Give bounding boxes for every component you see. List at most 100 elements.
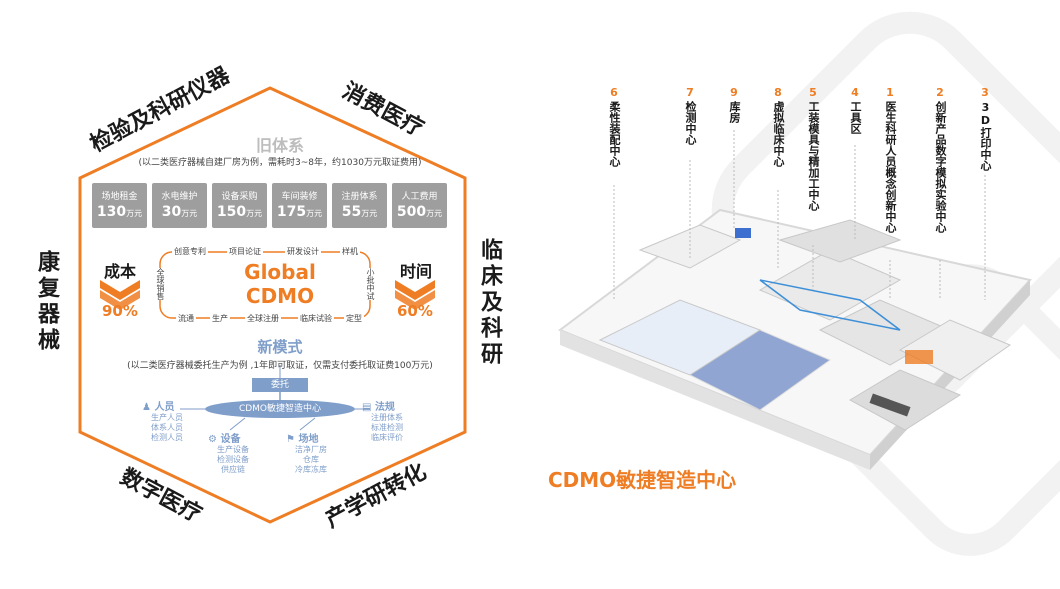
cost-label: 成本: [103, 262, 136, 281]
zone-name: 虚拟临床中心: [772, 101, 785, 167]
zone-name: 工装模具与精加工中心: [807, 101, 820, 211]
global-cdmo-title: Global CDMO: [200, 260, 360, 308]
resource-title: 法规: [374, 402, 395, 413]
zone-name: 创新产品数字模拟实验中心: [934, 101, 947, 233]
cost-box: 水电维护 30万元: [152, 183, 207, 228]
book-icon: ▤: [362, 402, 372, 413]
loop-step: 定型: [344, 313, 364, 324]
factory-floorplan: [557, 208, 1032, 470]
resource-item: 体系人员: [151, 423, 183, 432]
zone-label-2: 2 创新产品数字模拟实验中心: [929, 86, 951, 233]
loop-step: 全球注册: [245, 313, 281, 324]
cost-name: 车间装修: [281, 192, 318, 202]
cost-box: 场地租金 130万元: [92, 183, 147, 228]
person-icon: ♟: [142, 402, 151, 413]
cost-unit: 万元: [181, 209, 198, 218]
trust-badge: 委托: [252, 378, 308, 392]
new-mode-title: 新模式: [257, 338, 303, 356]
cost-box: 注册体系 55万元: [332, 183, 387, 228]
loop-step: 小批中试: [365, 268, 376, 300]
zone-name: 柔性装配中心: [608, 101, 621, 167]
resource-item: 供应链: [221, 465, 245, 474]
loop-step: 创意专利: [172, 246, 208, 257]
resource-item: 生产人员: [151, 413, 183, 422]
zone-label-8: 8 虚拟临床中心: [767, 86, 789, 167]
leader-lines: [613, 130, 986, 300]
hexagon-outline: [78, 86, 467, 524]
zone-label-4: 4 工具区: [844, 86, 866, 134]
resource-item: 标准检测: [371, 423, 403, 432]
time-arrow-icon: [395, 280, 435, 310]
resource-title: 人员: [154, 402, 175, 413]
cost-arrow-icon: [100, 280, 140, 310]
zone-number: 8: [774, 86, 782, 99]
resource-people: ♟ 人员 生产人员 体系人员 检测人员: [142, 398, 192, 443]
old-system-subtitle: (以二类医疗器械自建厂房为例，需耗时3~8年，约1030万元取证费用): [138, 158, 422, 168]
resource-item: 检测设备: [217, 455, 249, 464]
time-pct: 60%: [397, 302, 433, 320]
loop-step: 研发设计: [285, 246, 321, 257]
cost-value: 150: [216, 204, 247, 220]
cost-value: 500: [396, 204, 427, 220]
gear-icon: ⚙: [208, 434, 217, 445]
cost-name: 场地租金: [101, 192, 138, 202]
time-label: 时间: [399, 262, 432, 281]
global-cdmo-line2: CDMO: [245, 284, 315, 308]
loop-step: 生产: [210, 313, 230, 324]
cost-row: 场地租金 130万元 水电维护 30万元 设备采购 150万元 车间装修 175…: [92, 183, 447, 228]
resource-item: 生产设备: [217, 445, 249, 454]
resource-item: 冷库冻库: [295, 465, 327, 474]
cost-name: 注册体系: [341, 192, 378, 202]
zone-number: 2: [936, 86, 944, 99]
cost-name: 设备采购: [221, 192, 258, 202]
cost-box: 设备采购 150万元: [212, 183, 267, 228]
zone-label-7: 7 检测中心: [679, 86, 701, 145]
zone-label-9: 9 库房: [723, 86, 745, 123]
zone-number: 6: [610, 86, 618, 99]
cost-box: 人工费用 500万元: [392, 183, 447, 228]
cost-unit: 万元: [306, 209, 323, 218]
label-rehab-devices: 康复器械: [34, 250, 59, 354]
zone-number: 3: [981, 86, 989, 99]
cost-box: 车间装修 175万元: [272, 183, 327, 228]
cost-unit: 万元: [361, 209, 378, 218]
global-cdmo-line1: Global: [244, 260, 316, 284]
resource-site: ⚑ 场地 洁净厂房 仓库 冷库冻库: [286, 430, 336, 475]
resource-item: 检测人员: [151, 433, 183, 442]
cost-value: 175: [276, 204, 307, 220]
cost-value: 30: [161, 204, 182, 220]
zone-name: 3D打印中心: [979, 101, 992, 171]
loop-step: 临床试验: [298, 313, 334, 324]
cost-name: 人工费用: [401, 192, 438, 202]
zone-label-5: 5 工装模具与精加工中心: [802, 86, 824, 211]
resource-regulation: ▤ 法规 注册体系 标准检测 临床评价: [362, 398, 412, 443]
zone-number: 9: [730, 86, 738, 99]
zone-label-1: 1 医生科研人员概念创新中心: [879, 86, 901, 233]
new-mode-subtitle: (以二类医疗器械委托生产为例 ,1年即可取证，仅需支付委托取证费100万元): [127, 361, 433, 371]
loop-step: 样机: [340, 246, 360, 257]
resource-item: 临床评价: [371, 433, 403, 442]
loop-step: 项目论证: [227, 246, 263, 257]
zone-name: 库房: [728, 101, 741, 123]
zone-number: 7: [686, 86, 694, 99]
loop-step: 流通: [176, 313, 196, 324]
label-clinical-research: 临床及科研: [477, 238, 502, 368]
cost-value: 130: [96, 204, 127, 220]
cdmo-center-ellipse: CDMO敏捷智造中心: [205, 400, 355, 418]
resource-title: 场地: [298, 434, 319, 445]
cost-unit: 万元: [426, 209, 443, 218]
cost-unit: 万元: [246, 209, 263, 218]
zone-label-6: 6 柔性装配中心: [603, 86, 625, 167]
resource-title: 设备: [220, 434, 241, 445]
zone-name: 检测中心: [684, 101, 697, 145]
loop-step: 全球销售: [155, 268, 166, 300]
zone-name: 医生科研人员概念创新中心: [884, 101, 897, 233]
resource-item: 仓库: [303, 455, 319, 464]
zone-name: 工具区: [849, 101, 862, 134]
cost-pct: 90%: [102, 302, 138, 320]
zone-number: 4: [851, 86, 859, 99]
zone-number: 5: [809, 86, 817, 99]
factory-caption: CDMO敏捷智造中心: [548, 468, 737, 492]
building-icon: ⚑: [286, 434, 295, 445]
